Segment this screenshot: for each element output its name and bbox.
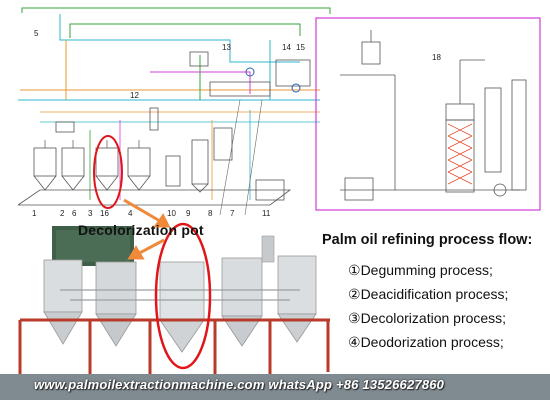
process-step: ③Decolorization process;: [348, 310, 506, 327]
step-marker: ③: [348, 310, 361, 326]
equipment-number: 4: [128, 209, 133, 218]
equipment-number: 14: [282, 43, 291, 52]
process-step: ④Deodorization process;: [348, 334, 504, 351]
process-schematic: 5 12 13 14 15 18 1 2 6 3 16 4 10 9 8 7 1…: [17, 7, 541, 218]
contact-footer: www.palmoilextractionmachine.com whatsAp…: [34, 377, 445, 392]
equipment-number: 6: [72, 209, 77, 218]
equipment-number: 3: [88, 209, 93, 218]
step-text: Degumming process;: [360, 262, 493, 278]
equipment-number: 2: [60, 209, 65, 218]
equipment-number: 10: [167, 209, 176, 218]
equipment-number: 8: [208, 209, 213, 218]
equipment-number: 1: [32, 209, 37, 218]
step-text: Deacidification process;: [360, 286, 509, 302]
step-marker: ④: [348, 334, 361, 350]
equipment-number: 11: [262, 209, 271, 218]
decolorization-pot-label: Decolorization pot: [78, 222, 204, 238]
equipment-number: 9: [186, 209, 191, 218]
equipment-number: 7: [230, 209, 235, 218]
process-step: ②Deacidification process;: [348, 286, 508, 303]
step-marker: ①: [348, 262, 361, 278]
step-text: Decolorization process;: [360, 310, 507, 326]
step-marker: ②: [348, 286, 361, 302]
equipment-number: 5: [34, 29, 39, 38]
process-flow-title: Palm oil refining process flow:: [322, 232, 533, 248]
equipment-number: 13: [222, 43, 231, 52]
equipment-number: 15: [296, 43, 305, 52]
machine-photo: [0, 198, 550, 400]
step-text: Deodorization process;: [360, 334, 504, 350]
equipment-number: 18: [432, 53, 441, 62]
equipment-number: 16: [100, 209, 109, 218]
process-step: ①Degumming process;: [348, 262, 493, 279]
equipment-number: 12: [130, 91, 139, 100]
